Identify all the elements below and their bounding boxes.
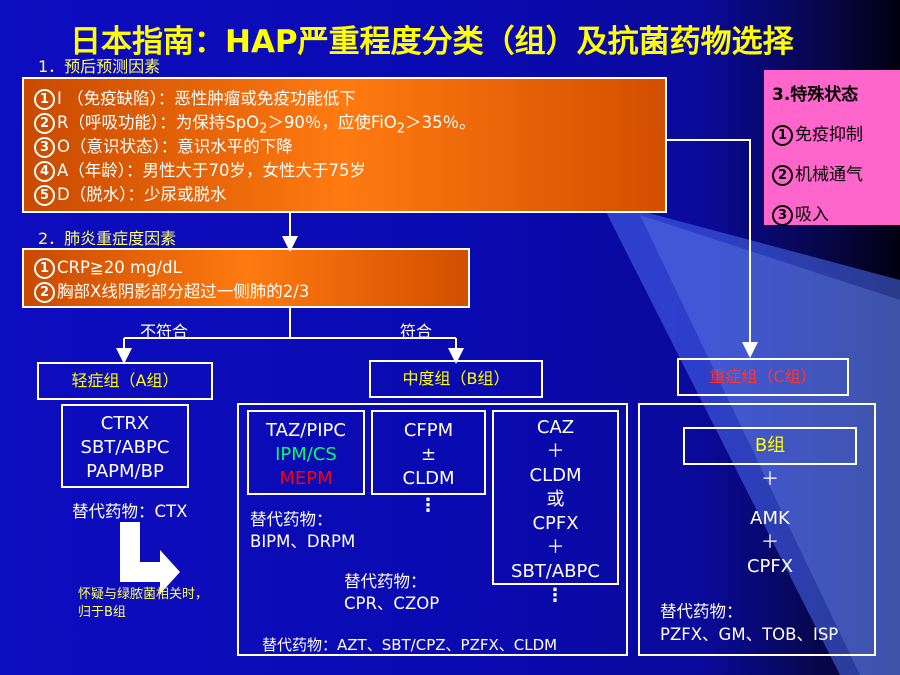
slide-title: 日本指南：HAP严重程度分类（组）及抗菌药物选择	[70, 24, 794, 60]
circled-number: 1	[772, 124, 793, 146]
drug-name: PAPM/BP	[86, 461, 164, 482]
continuation-dots: ⋮	[419, 495, 437, 516]
severity-item-text: 胸部X线阴影部分超过一侧肺的2/3	[57, 282, 310, 301]
prognosis-heading: 1．预后预测因素	[38, 57, 161, 76]
continuation-dots: ⋮	[546, 585, 564, 606]
plus-sign: ＋	[546, 537, 565, 558]
group-b-drug-box-3: CAZ ＋ CLDM 或 CPFX ＋ SBT/ABPC	[492, 410, 619, 585]
group-c-alternative: PZFX、GM、TOB、ISP	[660, 625, 839, 644]
prognosis-item-text: ＞35％。	[405, 113, 476, 132]
prognosis-item-text: I （免疫缺陷）：恶性肿瘤或免疫功能低下	[57, 89, 356, 108]
circled-number: 3	[34, 137, 55, 158]
drug-name: MEPM	[279, 468, 333, 489]
subscript: 2	[259, 121, 268, 137]
prognosis-item-text: O（意识状态）：意识水平的下降	[57, 137, 293, 156]
drug-name: CPFX	[532, 513, 579, 534]
group-b-drug-box-2: CFPM ± CLDM	[371, 410, 486, 495]
prognosis-item-text: R（呼吸功能）：为保持SpO	[57, 113, 260, 132]
drug-name: SBT/ABPC	[80, 437, 170, 458]
circled-number: 4	[34, 161, 55, 182]
circled-number: 3	[772, 204, 793, 226]
group-b-alternative-2: 替代药物：	[344, 572, 427, 591]
group-b-container	[237, 403, 628, 656]
circled-number: 5	[34, 185, 55, 206]
group-c-inner-box: B组	[683, 427, 857, 465]
drug-name: TAZ/PIPC	[266, 420, 346, 441]
plus-sign: ＋	[761, 532, 779, 553]
subscript: 2	[396, 121, 406, 137]
special-item-text: 吸入	[795, 205, 829, 225]
group-b-label: 中度组（B组）	[369, 360, 543, 398]
severity-heading: 2．肺炎重症度因素	[38, 229, 177, 248]
drug-name: CFPM	[403, 420, 454, 441]
drug-name: CPFX	[746, 556, 794, 577]
group-b-alternative-1: BIPM、DRPM	[250, 532, 356, 551]
circled-number: 1	[34, 89, 55, 110]
drug-name: CLDM	[402, 468, 455, 489]
drug-name: CAZ	[536, 417, 575, 438]
severity-item-text: CRP≧20 mg/dL	[57, 258, 182, 277]
circled-number: 2	[34, 113, 55, 134]
group-c-alternative: 替代药物：	[660, 602, 743, 621]
drug-name: AMK	[750, 508, 790, 529]
special-item-text: 机械通气	[795, 165, 863, 185]
group-b-alternative-2: CPR、CZOP	[344, 594, 440, 613]
group-a-drug-box: CTRX SBT/ABPC PAPM/BP	[61, 404, 189, 488]
plus-minus: ±	[420, 444, 437, 465]
plus-sign: ＋	[761, 469, 779, 490]
plus-sign: ＋	[546, 441, 565, 462]
branch-meet: 符合	[400, 322, 433, 341]
circled-number: 2	[34, 282, 55, 303]
group-a-alternative: 替代药物：CTX	[72, 502, 188, 521]
special-heading: 3.特殊状态	[772, 85, 859, 105]
prognosis-item-text: D（脱水）：少尿或脱水	[57, 185, 227, 204]
or-text: 或	[546, 489, 565, 510]
group-a-note: 怀疑与绿脓菌相关时，	[78, 587, 209, 602]
group-b-drug-box-1: TAZ/PIPC IPM/CS MEPM	[247, 410, 365, 495]
group-c-label: 重症组（C组）	[677, 358, 849, 396]
prognosis-item-text: ＞90％，应使FiO	[267, 113, 397, 132]
special-item-text: 免疫抑制	[795, 125, 863, 145]
branch-not-meet: 不符合	[140, 322, 189, 341]
group-c-container	[638, 403, 876, 656]
group-b-alternative-1: 替代药物：	[250, 510, 333, 529]
circled-number: 2	[772, 164, 793, 186]
prognosis-item-text: A（年龄）：男性大于70岁，女性大于75岁	[57, 161, 367, 180]
drug-name: IPM/CS	[275, 444, 337, 465]
drug-name: CTRX	[100, 413, 150, 434]
drug-name: CLDM	[529, 465, 582, 486]
group-a-label: 轻症组（A组）	[37, 362, 213, 400]
drug-name: SBT/ABPC	[511, 561, 600, 582]
group-a-note: 归于B组	[78, 605, 126, 620]
group-b-alternative-3: 替代药物：AZT、SBT/CPZ、PZFX、CLDM	[262, 636, 558, 654]
circled-number: 1	[34, 258, 55, 279]
